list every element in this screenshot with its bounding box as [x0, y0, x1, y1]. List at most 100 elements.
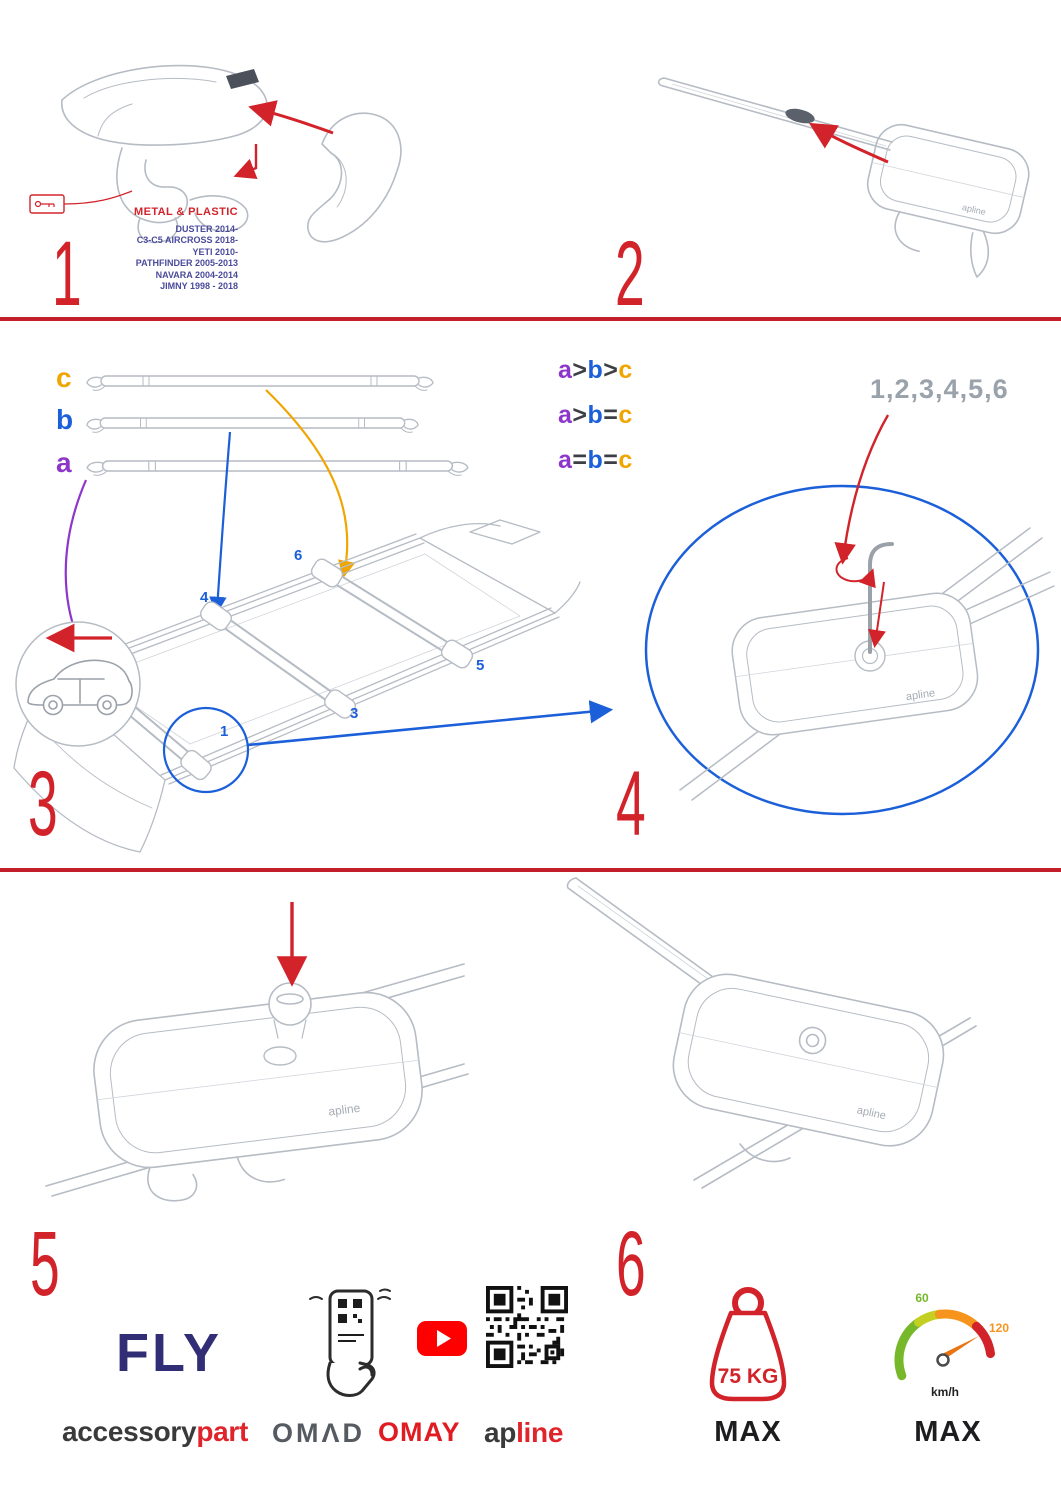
- step4-number: 4: [616, 753, 646, 855]
- formula-c: c: [618, 401, 633, 429]
- position-6: 6: [294, 547, 303, 564]
- weight-max-label: MAX: [714, 1416, 782, 1448]
- material-label: METAL & PLASTIC: [134, 206, 238, 218]
- weight-body: [709, 1310, 787, 1402]
- foot-fin: [970, 230, 990, 278]
- position-1: 1: [220, 723, 229, 740]
- step2-number: 2: [615, 223, 645, 325]
- tighten-sequence: 1,2,3,4,5,6: [870, 374, 1009, 404]
- foot-body: apline: [731, 592, 979, 736]
- formula-b: b: [587, 446, 604, 474]
- needle-pivot: [936, 1353, 950, 1367]
- step5-number: 5: [30, 1213, 60, 1315]
- bar-label-b: b: [56, 404, 74, 435]
- brand-accessorypart-black: accessory: [62, 1416, 197, 1447]
- step4-detail-drawing: apline: [644, 414, 1055, 816]
- step6-closed-drawing: apline: [566, 877, 977, 1189]
- scan-waves: [309, 1288, 391, 1300]
- speed-tick-low: 60: [915, 1291, 929, 1305]
- tighten-arrow: [868, 581, 886, 648]
- weight-value: 75 KG: [718, 1365, 779, 1388]
- step6-number: 6: [616, 1213, 646, 1315]
- bar-edge: [663, 77, 893, 143]
- foot-body: apline: [93, 991, 423, 1202]
- logo-patch: [226, 69, 259, 89]
- brand-omad: OMΛD: [272, 1418, 365, 1448]
- car-direction-inset: [15, 621, 141, 747]
- step1-number: 1: [52, 223, 82, 325]
- gauge-needle: [939, 1336, 979, 1363]
- compat-item: PATHFINDER 2005-2013: [135, 258, 238, 269]
- red-arrow: [233, 144, 258, 179]
- compatibility-block: METAL & PLASTIC DUSTER 2014- C3-C5 AIRCR…: [112, 206, 238, 292]
- cover-cap: [268, 982, 312, 1039]
- phone-qr: [338, 1299, 362, 1323]
- cap-hole: [263, 1046, 297, 1066]
- brand-apline-red: line: [516, 1417, 564, 1448]
- red-arrow: [808, 122, 889, 164]
- qr-code: [486, 1286, 568, 1368]
- length-formula-2: a>b=c: [558, 403, 633, 428]
- compat-item: C3-C5 AIRCROSS 2018-: [136, 235, 238, 246]
- formula-op: =: [603, 401, 619, 429]
- formula-c: c: [618, 356, 633, 384]
- step1-clamp-drawing: [29, 64, 402, 244]
- foot-logo: apline: [905, 687, 936, 703]
- compat-item: DUSTER 2014-: [175, 224, 238, 234]
- formula-a: a: [558, 446, 573, 474]
- step3-number: 3: [28, 753, 58, 855]
- length-formula-1: a>b>c: [558, 358, 633, 383]
- crossbar-b-drawing: [86, 417, 419, 433]
- formula-a: a: [558, 356, 573, 384]
- crossbar-a-drawing: [86, 460, 469, 476]
- length-formula-3: a=b=c: [558, 448, 633, 473]
- formula-op: >: [572, 401, 588, 429]
- foot-logo: apline: [961, 202, 987, 217]
- step2-crossbar-drawing: apline: [657, 77, 1030, 278]
- bar-slot: [785, 108, 815, 124]
- speed-unit: km/h: [931, 1385, 959, 1399]
- right-rail: [160, 607, 560, 785]
- speed-tick-high: 120: [989, 1321, 1009, 1335]
- key-icon: [41, 203, 55, 207]
- step5-cap-drawing: apline: [45, 902, 469, 1202]
- bar-edge: [662, 85, 891, 151]
- gauge-arcs: [894, 1309, 995, 1381]
- rotate-arrow: [835, 557, 876, 589]
- youtube-icon: [417, 1321, 467, 1356]
- crossbar-c-drawing: [86, 375, 434, 391]
- formula-op: >: [572, 356, 588, 384]
- cover-piece: [307, 112, 402, 243]
- brand-omay: OMAY: [378, 1417, 461, 1447]
- formula-op: =: [603, 446, 619, 474]
- position-3: 3: [350, 705, 359, 722]
- foot-claw: [147, 1167, 198, 1202]
- formula-op: >: [603, 356, 619, 384]
- play-triangle: [437, 1330, 451, 1347]
- qr-modules: [486, 1286, 568, 1368]
- speed-max-label: MAX: [914, 1416, 982, 1448]
- formula-a: a: [558, 401, 573, 429]
- phone-scan-icon: [309, 1288, 391, 1397]
- bar-label-a: a: [56, 447, 72, 478]
- foot-logo: apline: [856, 1104, 887, 1122]
- compat-item: JIMNY 1998 - 2018: [160, 281, 238, 292]
- sequence-arrow: [834, 414, 890, 565]
- formula-b: b: [587, 356, 604, 384]
- red-arrows: [29, 100, 334, 214]
- position-1-circle: [162, 706, 250, 794]
- bar-label-c: c: [56, 362, 72, 393]
- section-divider: [0, 868, 1061, 872]
- compat-item: NAVARA 2004-2014: [155, 269, 238, 280]
- guide-arrow-b: [209, 431, 232, 615]
- weight-max-icon: 75 KG: [709, 1287, 787, 1402]
- foot-claw: [739, 1143, 791, 1163]
- detail-pointer-arrow: [247, 700, 614, 747]
- formula-b: b: [587, 401, 604, 429]
- foot-body: apline: [672, 973, 945, 1147]
- roof-antenna: [469, 519, 541, 545]
- brand-accessorypart-red: part: [196, 1416, 249, 1447]
- section-divider: [0, 317, 1061, 321]
- guide-arrow-c: [265, 389, 356, 579]
